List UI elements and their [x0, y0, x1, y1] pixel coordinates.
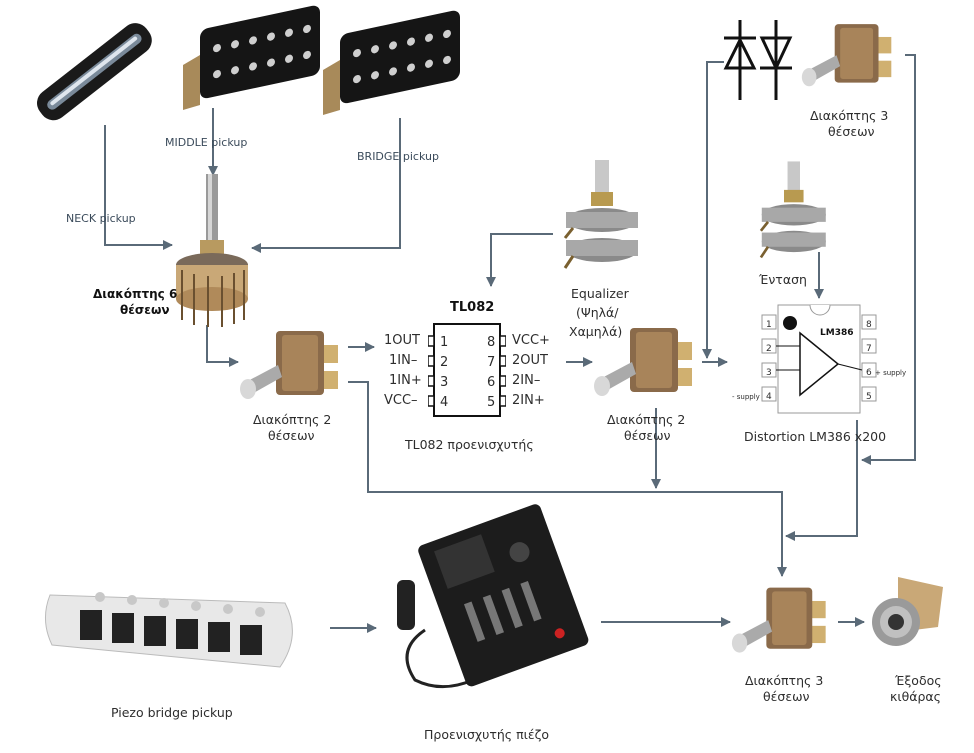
- switch2b-label-line2: θέσεων: [624, 428, 671, 443]
- switch2b-label-line1: Διακόπτης 2: [607, 412, 686, 427]
- lm386-pin-4: 4: [766, 392, 772, 402]
- piezo-bridge-icon: [45, 592, 293, 668]
- distortion-label: Distortion LM386 x200: [744, 429, 887, 444]
- toggle-switch-2a-icon: [240, 331, 338, 399]
- tl082-pin-right-5-name: 2IN+: [512, 393, 545, 408]
- volume-label: Ένταση: [759, 272, 807, 287]
- lm386-supply-plus: + supply: [875, 369, 907, 377]
- volume-pot-icon: [759, 161, 826, 259]
- output-label-line2: κιθάρας: [890, 689, 941, 704]
- tl082-pin-left-3-num: 3: [440, 375, 449, 390]
- lm386-pin-5: 5: [866, 392, 872, 402]
- lm386-pin-2: 2: [766, 344, 772, 354]
- wire-eq-to-tl082: [486, 233, 553, 287]
- tl082-pin-left-3-name: 1IN+: [389, 373, 422, 388]
- tl082-pin-left-4-name: VCC–: [384, 393, 418, 408]
- wire-diodes-to-lm386: [702, 61, 724, 359]
- diodes-icon: [723, 20, 793, 100]
- switch3-bottom-label-line2: θέσεων: [763, 689, 810, 704]
- tl082-pin-right-7-name: 2OUT: [512, 353, 548, 368]
- tl082-pin-left-1-name: 1OUT: [384, 333, 420, 348]
- tl082-pin-right-7-num: 7: [487, 355, 496, 370]
- piezo-preamp-label: Προενισχυτής πιέζο: [424, 727, 550, 742]
- wire-selector-to-switch2a: [206, 325, 239, 367]
- bridge-pickup-icon: [323, 10, 460, 115]
- piezo-pickup-label: Piezo bridge pickup: [111, 705, 233, 720]
- tl082-pin-left-2-num: 2: [440, 355, 449, 370]
- equalizer-pot-icon: [563, 160, 638, 269]
- lm386-pin-1: 1: [766, 320, 772, 330]
- lm386-supply-minus: - supply: [732, 393, 760, 401]
- output-jack-icon: [872, 577, 943, 646]
- wire-bridge-to-selector: [251, 118, 401, 253]
- switch3-top-label-line2: θέσεων: [828, 124, 875, 139]
- selector6-label-line2: θέσεων: [120, 303, 170, 317]
- tl082-pin-right-8-num: 8: [487, 335, 496, 350]
- toggle-switch-2b-icon: [594, 328, 692, 396]
- rotary-selector-6-icon: [176, 174, 248, 327]
- tl082-title: TL082: [450, 300, 495, 315]
- switch2a-label-line2: θέσεων: [268, 428, 315, 443]
- tl082-pin-left-2-name: 1IN–: [389, 353, 418, 368]
- middle-pickup-icon: [183, 5, 320, 110]
- equalizer-label-line3: Χαμηλά): [569, 324, 623, 339]
- lm386-chip-icon: [761, 304, 877, 414]
- tl082-pin-left-4-num: 4: [440, 395, 449, 410]
- lm386-pin-6: 6: [866, 368, 872, 378]
- switch2a-label-line1: Διακόπτης 2: [253, 412, 332, 427]
- bridge-pickup-label: BRIDGE pickup: [357, 150, 439, 163]
- tl082-caption: TL082 προενισχυτής: [405, 437, 534, 452]
- neck-pickup-label: NECK pickup: [66, 212, 136, 225]
- wire-neck-to-selector: [104, 125, 173, 250]
- toggle-switch-3-bottom-icon: [731, 587, 826, 653]
- tl082-pin-right-5-num: 5: [487, 395, 496, 410]
- switch3-top-label-line1: Διακόπτης 3: [810, 108, 889, 123]
- selector6-label-line1: Διακόπτης 6: [93, 287, 178, 301]
- wire-switch3top-loop: [861, 54, 916, 465]
- output-label-line1: Έξοδος: [895, 673, 942, 688]
- neck-pickup-icon: [37, 23, 152, 121]
- tl082-chip-icon: [428, 323, 506, 417]
- equalizer-label-line1: Equalizer: [571, 286, 629, 301]
- tl082-pin-right-6-num: 6: [487, 375, 496, 390]
- piezo-preamp-icon: [397, 504, 589, 689]
- wire-bypass-tl082: [348, 381, 787, 577]
- middle-pickup-label: MIDDLE pickup: [165, 136, 248, 149]
- lm386-pin-7: 7: [866, 344, 872, 354]
- lm386-title: LM386: [820, 328, 854, 338]
- tl082-pin-right-8-name: VCC+: [512, 333, 550, 348]
- lm386-pin-8: 8: [866, 320, 872, 330]
- lm386-pin-3: 3: [766, 368, 772, 378]
- tl082-pin-right-6-name: 2IN–: [512, 373, 541, 388]
- wire-lm386-to-switch3: [785, 420, 858, 541]
- equalizer-label-line2: (Ψηλά/: [576, 305, 619, 320]
- toggle-switch-3-top-icon: [801, 24, 892, 87]
- switch3-bottom-label-line1: Διακόπτης 3: [745, 673, 824, 688]
- tl082-pin-left-1-num: 1: [440, 335, 449, 350]
